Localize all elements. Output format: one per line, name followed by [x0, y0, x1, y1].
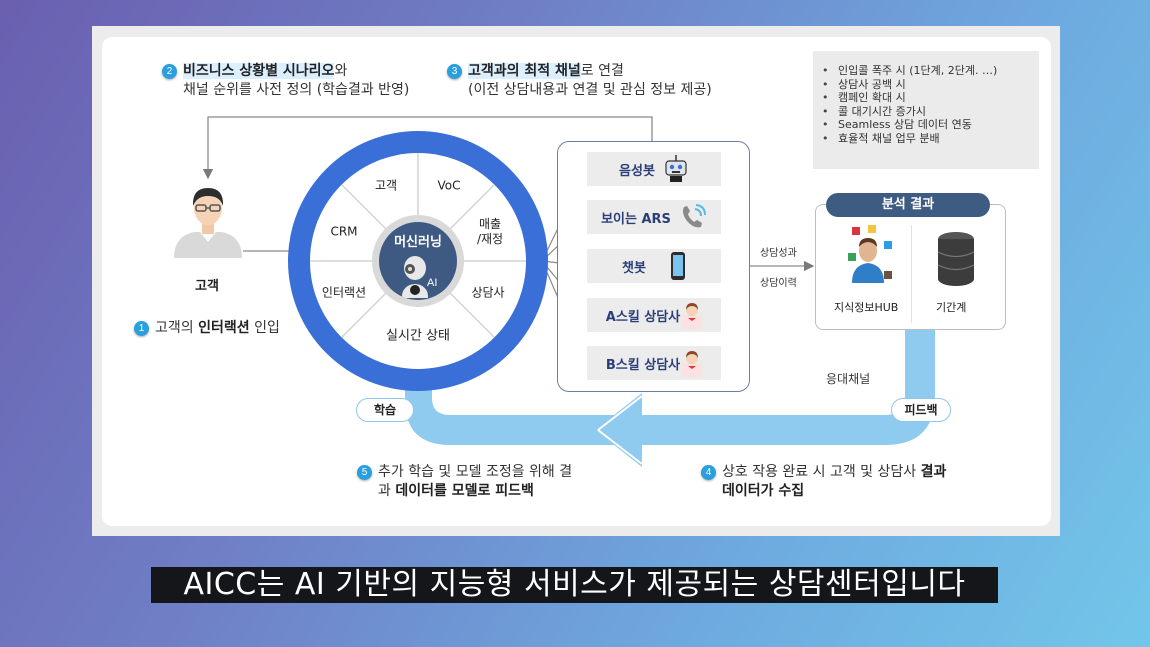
agent-icon: [682, 351, 703, 377]
infobox-item: 캠페인 확대 시: [822, 91, 1039, 105]
divider: [911, 225, 912, 323]
agent-icon: [682, 303, 703, 329]
robot-icon: [665, 155, 687, 182]
segment-sales-finance: 매출 /재정: [476, 217, 504, 246]
customer-avatar-icon: [170, 180, 246, 260]
infobox-item: 인입콜 폭주 시 (1단계, 2단계. …): [822, 64, 1039, 78]
feedback-pill: 피드백: [891, 398, 951, 422]
segment-agent: 상담사: [471, 285, 505, 300]
knowledge-hub-icon: [848, 225, 892, 283]
segment-realtime-status: 실시간 상태: [386, 328, 450, 344]
segment-customer: 고객: [374, 178, 398, 193]
ring-segments: 머신러닝 AI: [310, 153, 526, 369]
ml-core: 머신러닝 AI: [379, 222, 457, 300]
flow-label-history: 상담이력: [760, 278, 797, 289]
analysis-result-box: 지식정보HUB 기간계: [815, 204, 1006, 330]
customer-label: 고객: [195, 279, 219, 294]
smartphone-icon: [670, 252, 685, 280]
ai-robot-icon: AI: [402, 256, 437, 300]
infobox-item: 콜 대기시간 증가시: [822, 105, 1039, 119]
segment-crm: CRM: [330, 224, 358, 239]
infobox-item: 상담사 공백 시: [822, 78, 1039, 92]
analysis-result-title: 분석 결과: [826, 193, 990, 217]
database-icon: [937, 232, 975, 286]
step-number-badge: 4: [701, 465, 716, 480]
video-subtitle: AICC는 AI 기반의 지능형 서비스가 제공되는 상담센터입니다: [151, 567, 998, 603]
segment-interaction: 인터랙션: [321, 285, 367, 300]
scenario-infobox: 인입콜 폭주 시 (1단계, 2단계. …) 상담사 공백 시 캠페인 확대 시…: [813, 51, 1039, 169]
flow-label-performance: 상담성과: [760, 248, 797, 259]
result-label-core-system: 기간계: [936, 301, 967, 314]
channel-b-skill-agent: B스킬 상담사: [587, 346, 721, 380]
step-number-badge: 3: [447, 64, 462, 79]
ml-ring: 머신러닝 AI 고객 VoC 매출 /재정 상담사 실시간 상태 인터랙션 CR…: [288, 131, 548, 391]
segment-voc: VoC: [437, 178, 461, 193]
step-number-badge: 2: [162, 64, 177, 79]
step-number-badge: 5: [357, 465, 372, 480]
learning-pill: 학습: [356, 398, 414, 422]
phone-icon: [682, 204, 706, 228]
channel-box: 음성봇 보이는 ARS 챗봇 A스킬 상담사: [557, 141, 750, 392]
channel-a-skill-agent: A스킬 상담사: [587, 298, 721, 332]
channel-voicebot: 음성봇: [587, 152, 721, 186]
svg-text:AI: AI: [427, 277, 437, 289]
infobox-item: 효율적 채널 업무 분배: [822, 132, 1039, 146]
step-number-badge: 1: [134, 321, 149, 336]
channel-chatbot: 챗봇: [587, 249, 721, 283]
channel-visual-ars: 보이는 ARS: [587, 200, 721, 234]
infobox-item: Seamless 상담 데이터 연동: [822, 118, 1039, 132]
result-label-knowledge-hub: 지식정보HUB: [834, 301, 899, 314]
response-channel-label: 응대채널: [826, 372, 871, 386]
